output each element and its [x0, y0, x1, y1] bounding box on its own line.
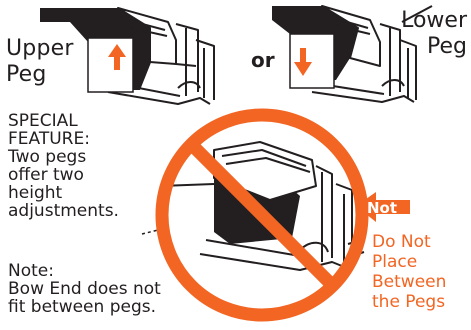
warning-line: Place	[372, 252, 446, 272]
warning-line: Do Not	[372, 232, 446, 252]
note-text: Note: Bow End does not fit between pegs.	[8, 262, 161, 316]
upper-peg-label-line: Upper	[6, 36, 74, 62]
special-feature-line: height	[8, 184, 119, 202]
warning-line: Between	[372, 272, 446, 292]
note-line: fit between pegs.	[8, 298, 161, 316]
lower-peg-callout-box	[290, 34, 334, 88]
special-feature-line: offer two	[8, 166, 119, 184]
lower-peg-label: Lower Peg	[401, 8, 467, 60]
special-feature-line: FEATURE:	[8, 130, 119, 148]
upper-peg-callout-box	[88, 38, 133, 92]
warning-text: Do Not Place Between the Pegs	[372, 232, 446, 312]
not-badge: Not	[367, 199, 397, 217]
special-feature-line: SPECIAL	[8, 112, 119, 130]
upper-peg-label: Upper Peg	[6, 36, 74, 88]
note-line: Note:	[8, 262, 161, 280]
note-line: Bow End does not	[8, 280, 161, 298]
lower-peg-label-line: Peg	[401, 34, 467, 60]
warning-line: the Pegs	[372, 292, 446, 312]
leader-line	[142, 230, 158, 234]
or-label: or	[251, 48, 275, 72]
lower-peg-label-line: Lower	[401, 8, 467, 34]
special-feature-text: SPECIAL FEATURE: Two pegs offer two heig…	[8, 112, 119, 220]
special-feature-line: adjustments.	[8, 202, 119, 220]
special-feature-line: Two pegs	[8, 148, 119, 166]
upper-peg-label-line: Peg	[6, 62, 74, 88]
